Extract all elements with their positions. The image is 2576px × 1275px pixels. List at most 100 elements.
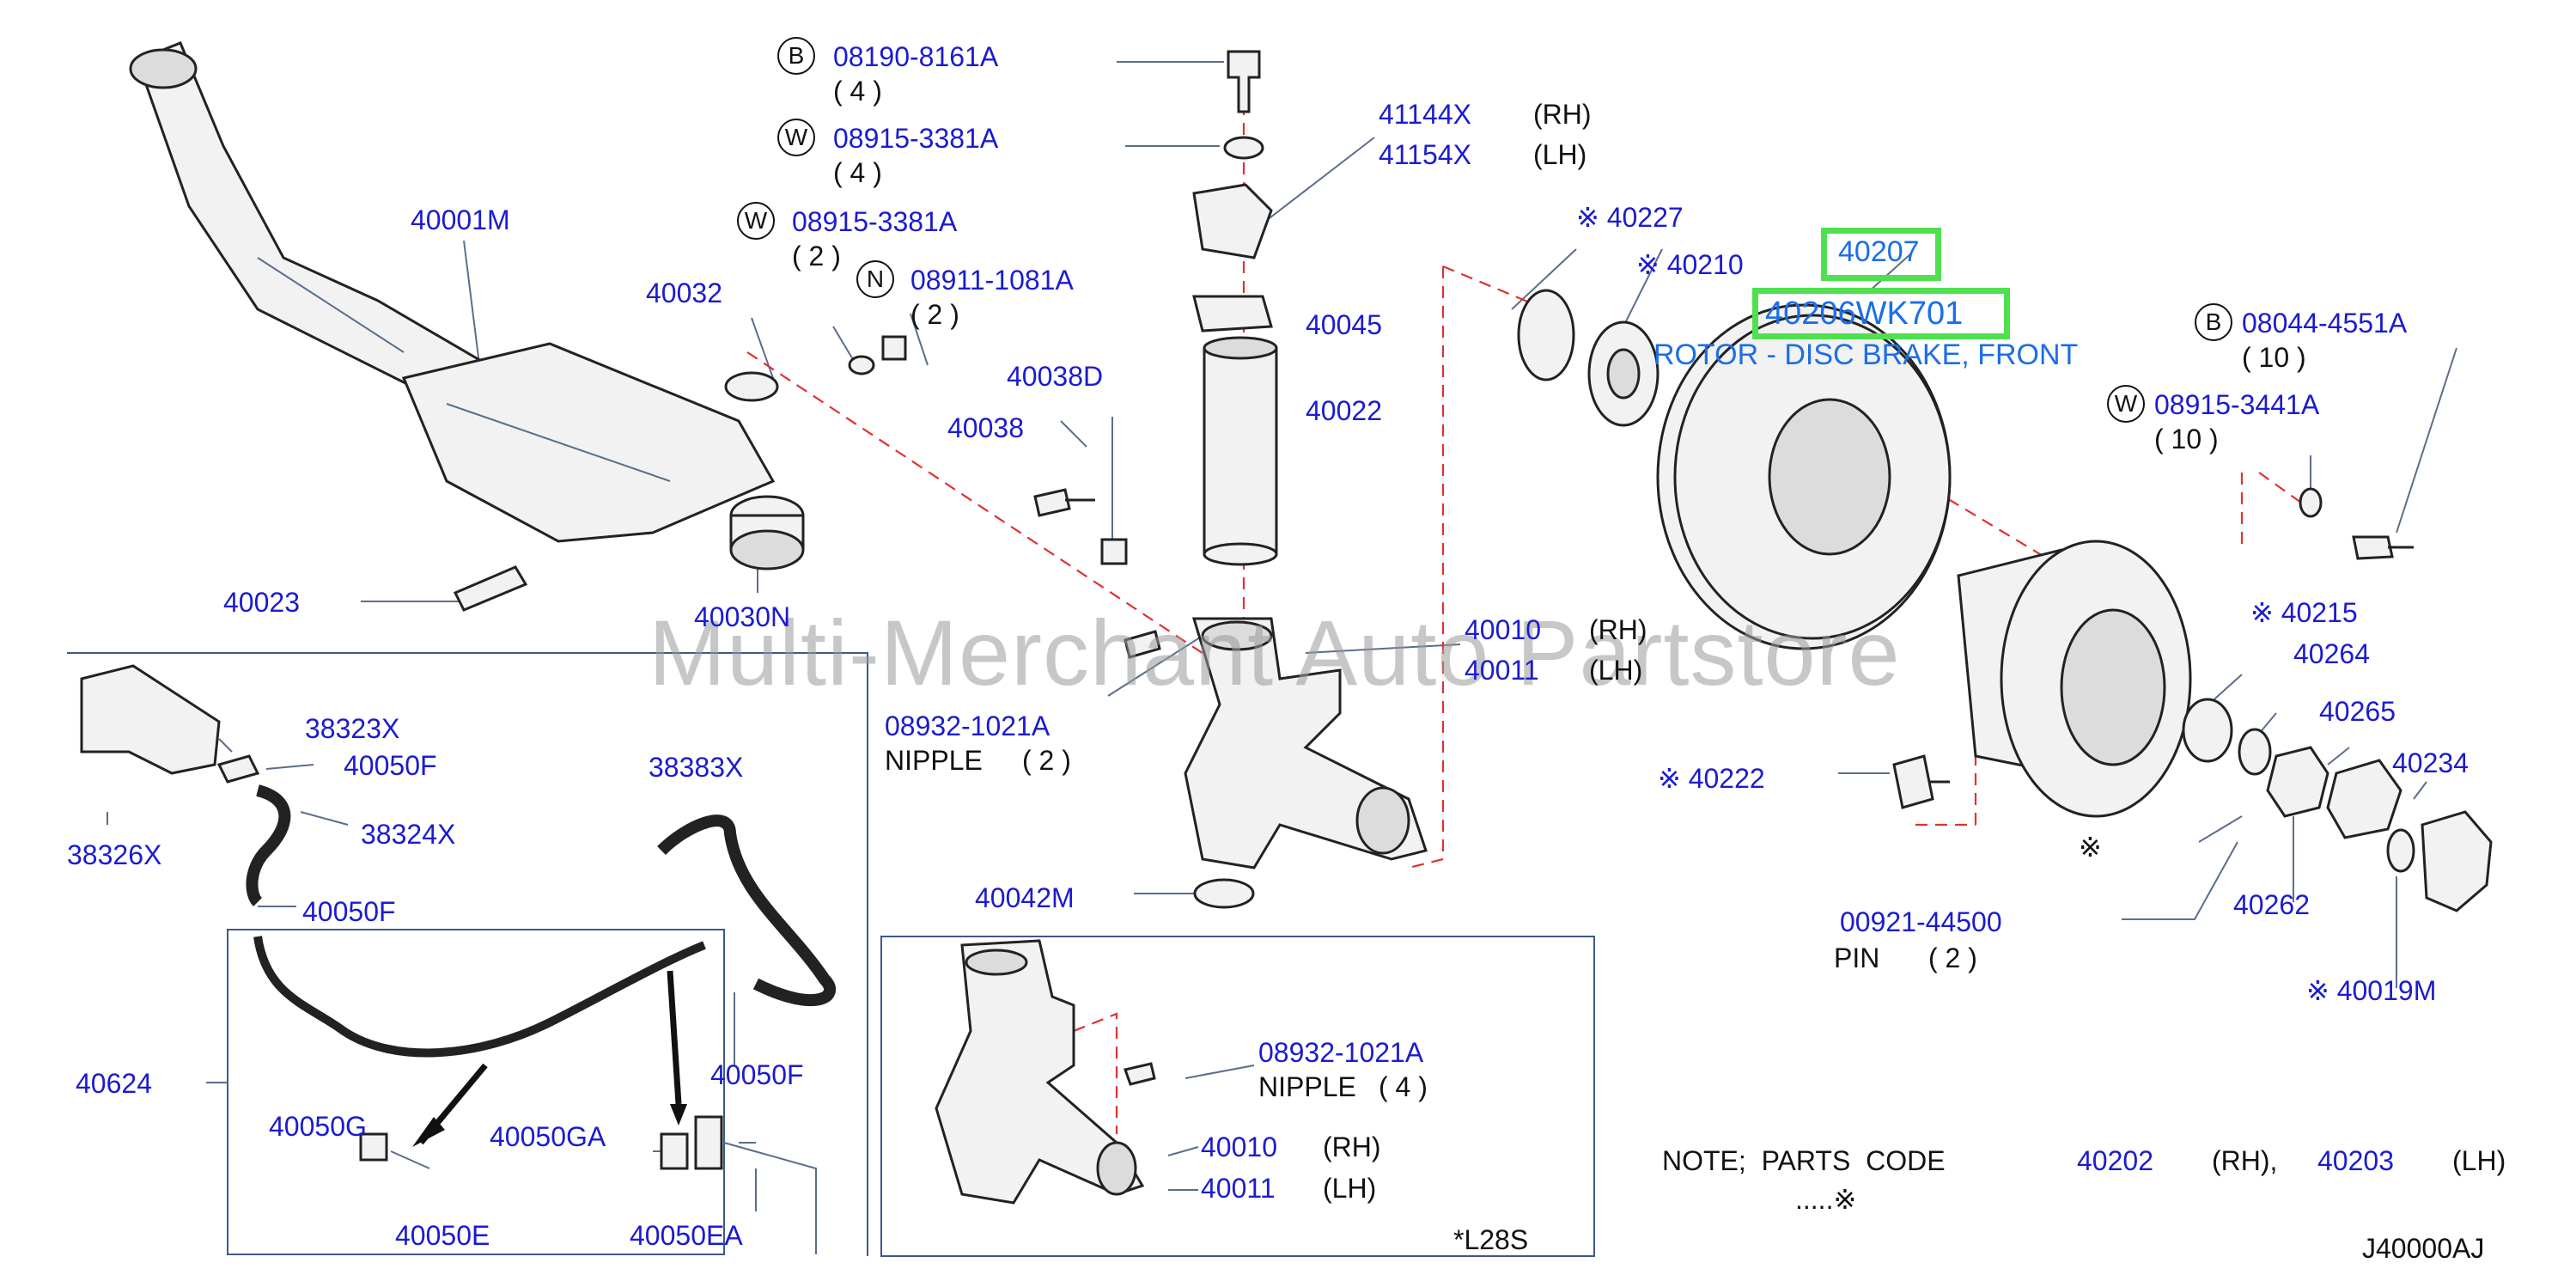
qty-08915-3441a: ( 10 ) [2154, 424, 2219, 454]
side-40011-l28s: (LH) [1323, 1173, 1377, 1204]
washer-w2 [848, 355, 875, 375]
washer-w1-badge: W [777, 119, 815, 156]
side-41144x: (RH) [1533, 99, 1592, 130]
bearing-40030n [729, 495, 805, 570]
arrow-40050ea [667, 970, 682, 1105]
part-40624[interactable]: 40624 [76, 1068, 152, 1099]
part-40023[interactable]: 40023 [223, 587, 300, 618]
part-40262[interactable]: 40262 [2233, 889, 2310, 920]
hub-assembly [1957, 540, 2192, 818]
highlight-box-40206wk701[interactable] [1752, 288, 2010, 339]
nipple-upper-qty: ( 2 ) [1022, 745, 1071, 776]
part-40265[interactable]: 40265 [2319, 696, 2396, 727]
side-41154x: (LH) [1533, 139, 1587, 170]
part-40010[interactable]: 40010 [1465, 614, 1541, 645]
leader-lines [107, 61, 2457, 1254]
left-frame [67, 652, 868, 1256]
part-40050e[interactable]: 40050E [395, 1220, 490, 1251]
note-side-lh: (LH) [2452, 1145, 2506, 1176]
part-08911-1081a[interactable]: 08911-1081A [910, 265, 1074, 296]
clip-40050ga-b [694, 1115, 723, 1170]
part-40050g[interactable]: 40050G [269, 1111, 367, 1142]
qty-08915-3381a-top: ( 4 ) [833, 157, 882, 188]
note-part-40202[interactable]: 40202 [2077, 1145, 2153, 1176]
part-40011[interactable]: 40011 [1465, 655, 1539, 686]
part-08932-1021a-lower[interactable]: 08932-1021A [1258, 1037, 1424, 1068]
oring-40019m [2386, 828, 2415, 873]
rotor-description: ROTOR - DISC BRAKE, FRONT [1653, 339, 2079, 371]
clip-40050g [359, 1132, 388, 1162]
part-40038[interactable]: 40038 [947, 412, 1024, 443]
hose-38324x [246, 784, 291, 906]
nipple-lower-qty: ( 4 ) [1379, 1071, 1428, 1102]
part-40011-l28s[interactable]: 40011 [1201, 1173, 1276, 1204]
part-08915-3441a[interactable]: 08915-3441A [2154, 389, 2320, 420]
part-40050f-c[interactable]: 40050F [710, 1059, 804, 1090]
bolt-40023 [453, 565, 528, 612]
qty-08915-3381a: ( 2 ) [792, 241, 841, 271]
part-40019m[interactable]: ※ 40019M [2306, 975, 2437, 1006]
part-00921-44500[interactable]: 00921-44500 [1840, 906, 2002, 937]
part-40234[interactable]: 40234 [2392, 747, 2469, 778]
variant-code: *L28S [1453, 1224, 1529, 1255]
crossmember-40001m [129, 41, 776, 543]
washer-w1 [1223, 136, 1264, 160]
part-40045[interactable]: 40045 [1306, 309, 1382, 340]
cap-40234 [2421, 810, 2493, 912]
part-08932-1021a-upper[interactable]: 08932-1021A [885, 711, 1050, 741]
part-40042m[interactable]: 40042M [975, 882, 1075, 913]
note-suffix: .....※ [1795, 1184, 1857, 1215]
note-part-40203[interactable]: 40203 [2317, 1145, 2394, 1176]
hub-asterisk: ※ [2079, 832, 2102, 863]
part-40215[interactable]: ※ 40215 [2250, 597, 2358, 628]
note-side-rh: (RH), [2212, 1145, 2278, 1176]
washer-w2-badge: W [737, 202, 775, 240]
part-40264[interactable]: 40264 [2293, 638, 2370, 669]
king-pin-40022 [1203, 336, 1278, 566]
part-40206wk701[interactable]: 40206WK701 [1765, 296, 1964, 332]
part-08044-4551a[interactable]: 08044-4551A [2242, 308, 2408, 339]
part-40207[interactable]: 40207 [1838, 235, 1920, 268]
bolt-40222 [1892, 754, 1950, 809]
part-38323x[interactable]: 38323X [305, 713, 400, 744]
part-40210[interactable]: ※ 40210 [1636, 249, 1744, 280]
part-40050ea[interactable]: 40050EA [630, 1220, 743, 1251]
part-40222[interactable]: ※ 40222 [1658, 763, 1765, 794]
washer-40032 [724, 371, 779, 402]
part-40022[interactable]: 40022 [1306, 395, 1382, 426]
nipple-upper-text: NIPPLE [885, 745, 983, 776]
tube-40624 [253, 936, 706, 1058]
steering-knuckle-40010 [1184, 617, 1428, 869]
washer-40264 [2238, 728, 2272, 776]
part-08915-3381a[interactable]: 08915-3381A [792, 206, 958, 237]
note-prefix: NOTE; PARTS CODE [1662, 1145, 1946, 1176]
part-08190-8161a[interactable]: 08190-8161A [833, 41, 999, 72]
part-40038d[interactable]: 40038D [1007, 361, 1104, 392]
part-40050f-a[interactable]: 40050F [344, 750, 437, 781]
part-40010-l28s[interactable]: 40010 [1201, 1132, 1277, 1162]
part-08915-3381a-top[interactable]: 08915-3381A [833, 123, 999, 154]
qty-08190-8161a: ( 4 ) [833, 76, 882, 107]
nut-n1-badge: N [856, 260, 894, 298]
part-40030n[interactable]: 40030N [694, 601, 791, 632]
part-40050f-b[interactable]: 40050F [302, 896, 396, 927]
hose-38383x [657, 814, 836, 1007]
part-38383x[interactable]: 38383X [649, 752, 744, 783]
part-38326x[interactable]: 38326X [67, 839, 162, 870]
arrow-head-40050e [412, 1117, 445, 1147]
part-41154x[interactable]: 41154X [1379, 139, 1471, 170]
pin-00921-44500 [2198, 815, 2243, 843]
part-38324x[interactable]: 38324X [361, 819, 456, 850]
part-40032[interactable]: 40032 [646, 278, 722, 308]
bolt-b2-badge: B [2195, 303, 2232, 341]
steering-knuckle-l28s [935, 939, 1145, 1205]
hose-bracket-38326x [80, 664, 221, 775]
qty-08044-4551a: ( 10 ) [2242, 342, 2306, 373]
highlight-box-40207[interactable] [1821, 228, 1941, 281]
part-40227[interactable]: ※ 40227 [1576, 202, 1684, 233]
part-40050ga[interactable]: 40050GA [490, 1121, 606, 1152]
part-41144x[interactable]: 41144X [1379, 99, 1471, 130]
side-40010: (RH) [1589, 614, 1647, 645]
part-40001m[interactable]: 40001M [411, 204, 510, 235]
l28s-frame [880, 936, 1595, 1257]
